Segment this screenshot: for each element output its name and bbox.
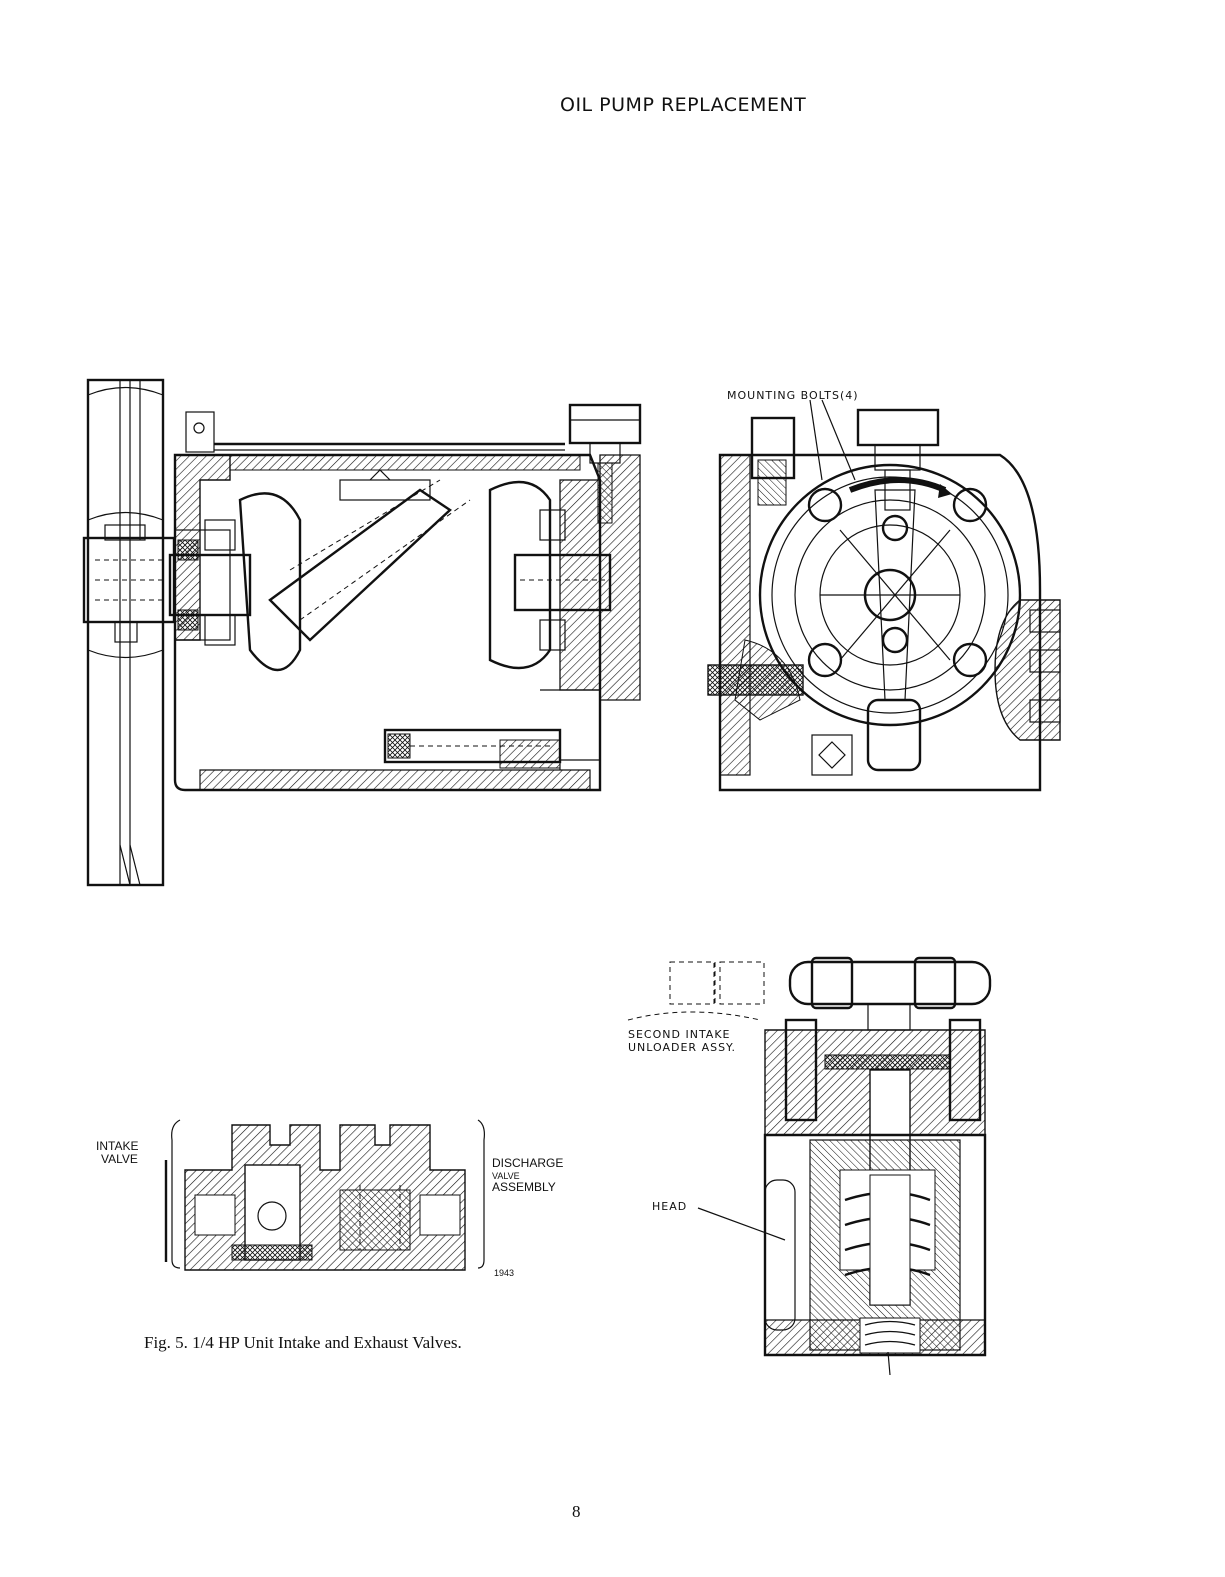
label-intake-line2: VALVE <box>101 1153 138 1166</box>
label-head: HEAD <box>652 1200 687 1213</box>
drawing-number: 1943 <box>494 1267 514 1280</box>
valve-section-drawing <box>166 1120 484 1270</box>
label-second-intake-line2: UNLOADER ASSY. <box>628 1041 736 1054</box>
crankcase-body <box>170 405 640 790</box>
page-number: 8 <box>572 1502 581 1522</box>
label-mounting-bolts: MOUNTING BOLTS(4) <box>727 389 859 402</box>
figure-caption: Fig. 5. 1/4 HP Unit Intake and Exhaust V… <box>144 1333 462 1353</box>
label-discharge-line3: ASSEMBLY <box>492 1181 556 1194</box>
label-second-intake-line1: SECOND INTAKE <box>628 1028 731 1041</box>
pump-face-drawing <box>708 400 1060 790</box>
pulley-wheel <box>84 380 174 885</box>
label-discharge-line1: DISCHARGE <box>492 1157 563 1170</box>
unloader-section-drawing <box>628 958 990 1375</box>
